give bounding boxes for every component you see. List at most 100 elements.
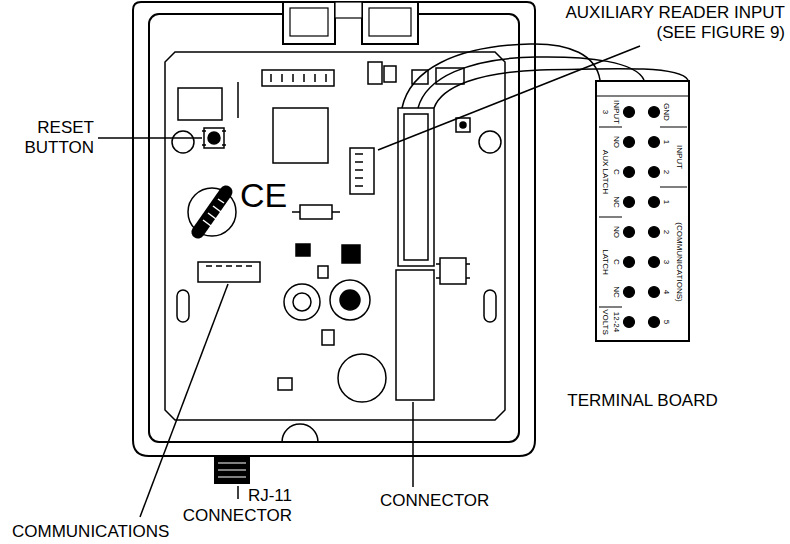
terminal-separators xyxy=(599,127,687,307)
ce-mark: CE xyxy=(240,176,287,215)
board-outline xyxy=(165,52,505,420)
reset-button-cap xyxy=(208,132,220,144)
terminal-screw xyxy=(624,107,635,118)
aux-reader-connector xyxy=(350,148,374,194)
housing-outline xyxy=(133,2,535,456)
terminal-screw xyxy=(649,287,660,298)
housing-tab-inner xyxy=(369,8,411,36)
ribbon-cable xyxy=(402,44,688,108)
ribbon-wire xyxy=(418,57,644,108)
housing xyxy=(133,2,535,456)
reset-button-legs xyxy=(202,131,226,145)
terminal-screw xyxy=(624,257,635,268)
component xyxy=(318,266,328,278)
terminal-screw xyxy=(624,137,635,148)
housing-inner-wall xyxy=(149,14,519,442)
terminal-board: TERMINAL BOARDINPUTNOCNCNOCNC12-243AUX L… xyxy=(595,80,690,342)
component-lead xyxy=(237,82,239,118)
terminal-screw xyxy=(624,167,635,178)
terminal-screw xyxy=(649,107,660,118)
terminal-label: INPUT xyxy=(612,100,620,124)
leader-line xyxy=(412,402,414,487)
leader-lines xyxy=(98,46,640,517)
terminal-label: LATCH xyxy=(601,249,609,275)
inductor-core xyxy=(340,290,360,310)
communications-pins xyxy=(206,265,252,267)
callout-label: CONNECTOR xyxy=(380,491,489,511)
header-connector xyxy=(262,70,334,86)
transistor-legs xyxy=(436,264,470,278)
inductor-core xyxy=(293,293,311,311)
rj11-jack xyxy=(214,456,250,484)
housing-latch xyxy=(335,2,362,18)
leader-line xyxy=(378,46,640,150)
jumper xyxy=(456,118,470,132)
terminal-screw xyxy=(624,317,635,328)
terminal-screw xyxy=(649,197,660,208)
battery-hatch xyxy=(203,199,224,226)
component xyxy=(436,68,464,84)
component xyxy=(384,66,396,82)
mounting-slot xyxy=(484,290,496,322)
terminal-label: NC xyxy=(612,196,620,208)
mounting-hole xyxy=(479,131,501,153)
terminal-label: C xyxy=(612,259,620,265)
board-socket xyxy=(396,270,434,400)
ribbon-wire xyxy=(402,44,600,108)
leader-line xyxy=(140,284,228,517)
transistor xyxy=(440,258,466,284)
terminal-label: NO xyxy=(612,136,620,148)
terminal-label: NO xyxy=(612,226,620,238)
component xyxy=(342,245,360,263)
communications-connector xyxy=(198,262,260,282)
housing-tab xyxy=(283,2,335,44)
aux-reader-pins xyxy=(355,154,363,186)
mounting-slot xyxy=(177,290,189,322)
terminal-label: 2 xyxy=(662,170,670,174)
terminal-label: 5 xyxy=(662,320,670,324)
housing-tab xyxy=(362,2,418,44)
battery xyxy=(198,192,226,232)
terminal-label: INPUT xyxy=(675,145,683,169)
inductor xyxy=(284,284,320,320)
housing-tab-inner xyxy=(290,8,328,36)
terminal-label: AUX LATCH xyxy=(601,150,609,194)
terminal-screw xyxy=(624,197,635,208)
mounting-hole xyxy=(172,131,194,153)
battery-holder xyxy=(188,188,236,236)
ribbon-wire xyxy=(434,69,688,108)
component xyxy=(322,330,334,345)
leader-line xyxy=(237,486,239,499)
terminal-screw xyxy=(649,227,660,238)
callout-label: RJ-11 CONNECTOR xyxy=(176,486,292,525)
ribbon-connector xyxy=(398,108,434,266)
terminal-label: 2 xyxy=(662,230,670,234)
circuit-board xyxy=(165,52,505,420)
terminal-label: C xyxy=(612,169,620,175)
terminal-label: NC xyxy=(612,286,620,298)
inductor xyxy=(330,280,370,320)
terminal-screw xyxy=(649,317,660,328)
callout-label: RESET BUTTON xyxy=(20,118,94,157)
terminal-screw xyxy=(624,227,635,238)
relay xyxy=(178,88,222,120)
terminal-label: (COMMUNICATIONS) xyxy=(675,222,683,301)
terminal-screw xyxy=(649,257,660,268)
terminal-screw xyxy=(649,137,660,148)
microchip xyxy=(273,108,328,163)
header-pins xyxy=(271,74,326,82)
terminal-label: GND xyxy=(662,103,670,121)
jumper-pin xyxy=(460,122,466,128)
terminal-screw xyxy=(624,287,635,298)
leader-line xyxy=(98,137,202,139)
terminal-screw xyxy=(649,167,660,178)
rj11-connector xyxy=(214,456,250,484)
component xyxy=(296,244,310,256)
component xyxy=(278,378,292,390)
screw-boss xyxy=(282,424,318,442)
rj11-jack-lines xyxy=(218,463,246,477)
resistor-body xyxy=(300,205,332,219)
board-title: TERMINAL BOARD xyxy=(567,391,718,411)
reset-button xyxy=(204,128,224,148)
